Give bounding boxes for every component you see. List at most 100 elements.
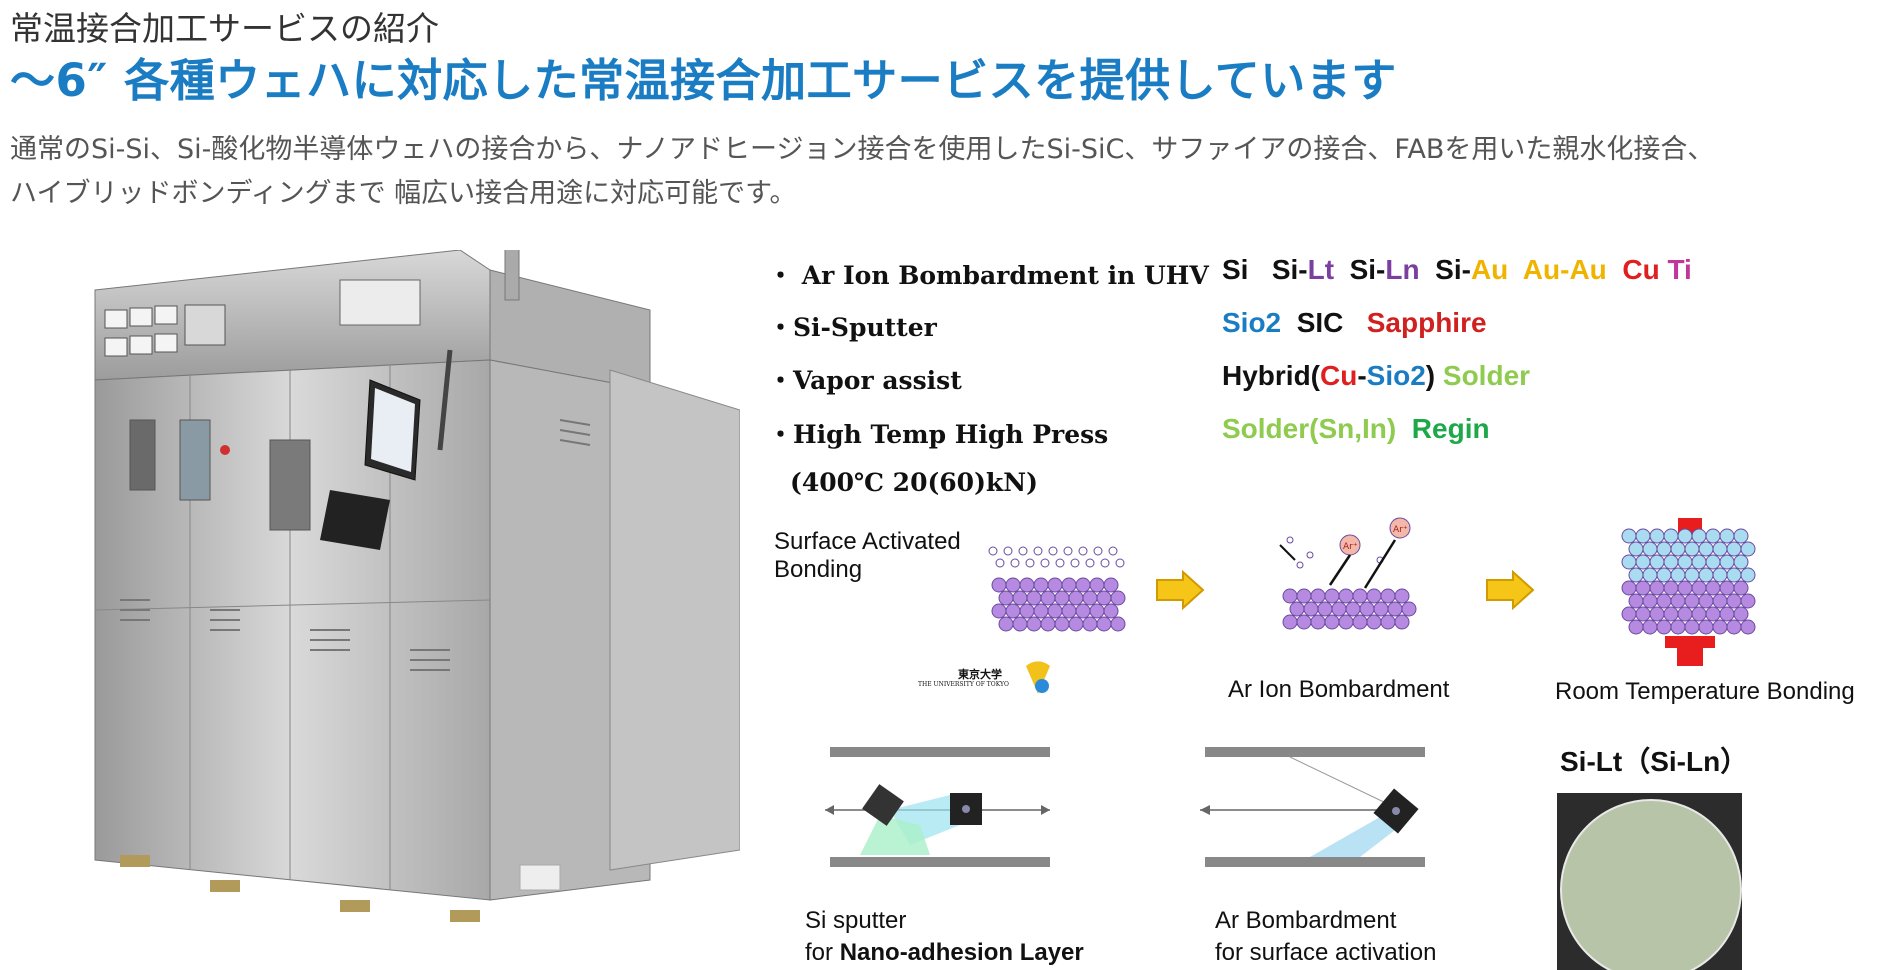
lower-lattice-atom — [1691, 580, 1707, 596]
ar-bombardment-diagram — [1200, 747, 1425, 867]
upper-lattice-atom — [1642, 567, 1658, 583]
upper-lattice-atom — [1621, 554, 1637, 570]
description-line-2: ハイブリッドボンディングまで 幅広い接合用途に対応可能です。 — [10, 178, 797, 209]
arrow-right-icon — [1156, 570, 1205, 610]
material-segment — [1248, 254, 1271, 285]
contaminant-atom — [1108, 546, 1118, 556]
material-segment: Au — [1470, 254, 1509, 285]
material-segment — [1420, 254, 1436, 285]
argon-ion — [1389, 517, 1411, 539]
lattice-atom — [1310, 614, 1326, 630]
lattice-atom — [1096, 590, 1112, 606]
lattice-atom — [1310, 588, 1326, 604]
contaminant-atom — [1078, 546, 1088, 556]
lattice-atom — [1345, 601, 1361, 617]
lattice-atom — [1040, 590, 1056, 606]
lattice-atom — [1061, 603, 1077, 619]
lattice-atom — [1082, 616, 1098, 632]
lattice-atom — [1026, 616, 1042, 632]
lattice-atom — [998, 616, 1014, 632]
lattice-atom — [991, 603, 1007, 619]
lower-lattice-atom — [1740, 593, 1756, 609]
upper-lattice-atom — [1670, 567, 1686, 583]
upper-lattice-atom — [1740, 567, 1756, 583]
lattice-atom — [1005, 603, 1021, 619]
bonding-machine-image — [94, 250, 740, 922]
upper-lattice-atom — [1656, 567, 1672, 583]
upper-lattice-atom — [1719, 554, 1735, 570]
upper-lattice-atom — [1663, 554, 1679, 570]
contaminant-atom — [1040, 558, 1050, 568]
description: 通常のSi-Si、Si-酸化物半導体ウェハの接合から、ナノアドヒージョン接合を使… — [10, 128, 1870, 216]
lattice-atom — [1380, 588, 1396, 604]
upper-lattice-atom — [1628, 567, 1644, 583]
sputtered-atom — [1306, 551, 1314, 559]
lower-lattice-atom — [1726, 619, 1742, 635]
upper-lattice-atom — [1635, 528, 1651, 544]
lower-lattice-atom — [1663, 580, 1679, 596]
lower-lattice-atom — [1621, 606, 1637, 622]
contaminant-atom — [1010, 558, 1020, 568]
materials-row-2: Sio2 SIC Sapphire — [1222, 307, 1487, 339]
contaminant-atom — [1063, 546, 1073, 556]
atoms-step-2: Ar⁺Ar⁺ — [1279, 517, 1417, 630]
upper-lattice-atom — [1698, 541, 1714, 557]
contaminant-atom — [1033, 546, 1043, 556]
lattice-atom — [1047, 603, 1063, 619]
lower-lattice-atom — [1719, 606, 1735, 622]
lower-lattice-atom — [1656, 593, 1672, 609]
lattice-atom — [1054, 590, 1070, 606]
lattice-atom — [1338, 614, 1354, 630]
material-segment: Si- — [1271, 254, 1308, 285]
upper-lattice-atom — [1698, 567, 1714, 583]
upper-lattice-atom — [1726, 567, 1742, 583]
upper-lattice-atom — [1684, 541, 1700, 557]
upper-lattice-atom — [1621, 528, 1637, 544]
upper-lattice-atom — [1726, 541, 1742, 557]
material-segment — [1281, 307, 1297, 338]
lattice-atom — [1019, 577, 1035, 593]
lattice-atom — [1089, 577, 1105, 593]
upper-lattice-atom — [1649, 554, 1665, 570]
lower-lattice-atom — [1642, 619, 1658, 635]
material-segment: Sio2 — [1222, 307, 1282, 338]
lattice-atom — [1026, 590, 1042, 606]
step-label-ar-ion: Ar Ion Bombardment — [1228, 676, 1450, 703]
upper-lattice-atom — [1677, 554, 1693, 570]
upper-lattice-atom — [1684, 567, 1700, 583]
step-label-room-temp: Room Temperature Bonding — [1555, 678, 1855, 705]
material-segment: Si- — [1349, 254, 1386, 285]
material-segment: Cu — [1622, 254, 1660, 285]
upper-lattice-atom — [1656, 541, 1672, 557]
contaminant-atom — [1093, 546, 1103, 556]
material-segment — [1334, 254, 1350, 285]
sputtered-atom — [1296, 561, 1304, 569]
lower-lattice-atom — [1677, 580, 1693, 596]
upper-lattice-atom — [1733, 528, 1749, 544]
lattice-atom — [1005, 577, 1021, 593]
material-segment: Lt — [1307, 254, 1335, 285]
upper-lattice-atom — [1740, 541, 1756, 557]
lower-lattice-atom — [1628, 619, 1644, 635]
caption-si-sputter: Si sputter for Nano-adhesion Layer — [805, 907, 1084, 966]
lattice-atom — [1096, 616, 1112, 632]
ejection-arrow — [1279, 544, 1296, 561]
lattice-atom — [1352, 614, 1368, 630]
contaminant-atom — [995, 558, 1005, 568]
ion-trajectory — [1363, 539, 1397, 589]
contaminant-atom — [1055, 558, 1065, 568]
lattice-atom — [1296, 614, 1312, 630]
caption-ar-bombardment: Ar Bombardment for surface activation — [1215, 907, 1437, 966]
lattice-atom — [1103, 603, 1119, 619]
lattice-atom — [1401, 601, 1417, 617]
lower-lattice-atom — [1698, 619, 1714, 635]
upper-lattice-atom — [1719, 528, 1735, 544]
lower-lattice-atom — [1642, 593, 1658, 609]
material-segment: ) — [1425, 360, 1443, 391]
upper-lattice-atom — [1712, 541, 1728, 557]
upper-lattice-atom — [1691, 554, 1707, 570]
lattice-atom — [1012, 590, 1028, 606]
contaminant-atom — [1085, 558, 1095, 568]
contaminant-atom — [1100, 558, 1110, 568]
lattice-atom — [1366, 614, 1382, 630]
